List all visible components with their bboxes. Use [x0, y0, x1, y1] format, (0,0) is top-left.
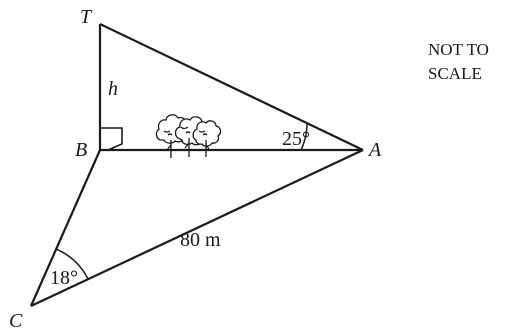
point-label-B: B [75, 139, 87, 161]
segment-BC [29, 149, 102, 307]
angle-arc-C [55, 248, 89, 280]
note-line-1: NOT TO [428, 40, 489, 59]
note-line-2: SCALE [428, 64, 482, 83]
angle-label-A: 25° [282, 128, 310, 150]
point-label-A: A [367, 139, 382, 161]
trees-icon [155, 114, 222, 158]
right-angle-marker [100, 127, 123, 151]
length-label-CA: 80 m [180, 229, 221, 251]
point-label-C: C [9, 310, 23, 331]
angle-label-C: 18° [50, 267, 78, 289]
angle-arc-A [300, 122, 308, 151]
segment-TA [99, 23, 364, 151]
point-label-T: T [80, 6, 93, 28]
height-label-h: h [108, 78, 118, 100]
segment-CA [30, 149, 364, 307]
not-to-scale-note: NOT TO SCALE [428, 38, 489, 86]
